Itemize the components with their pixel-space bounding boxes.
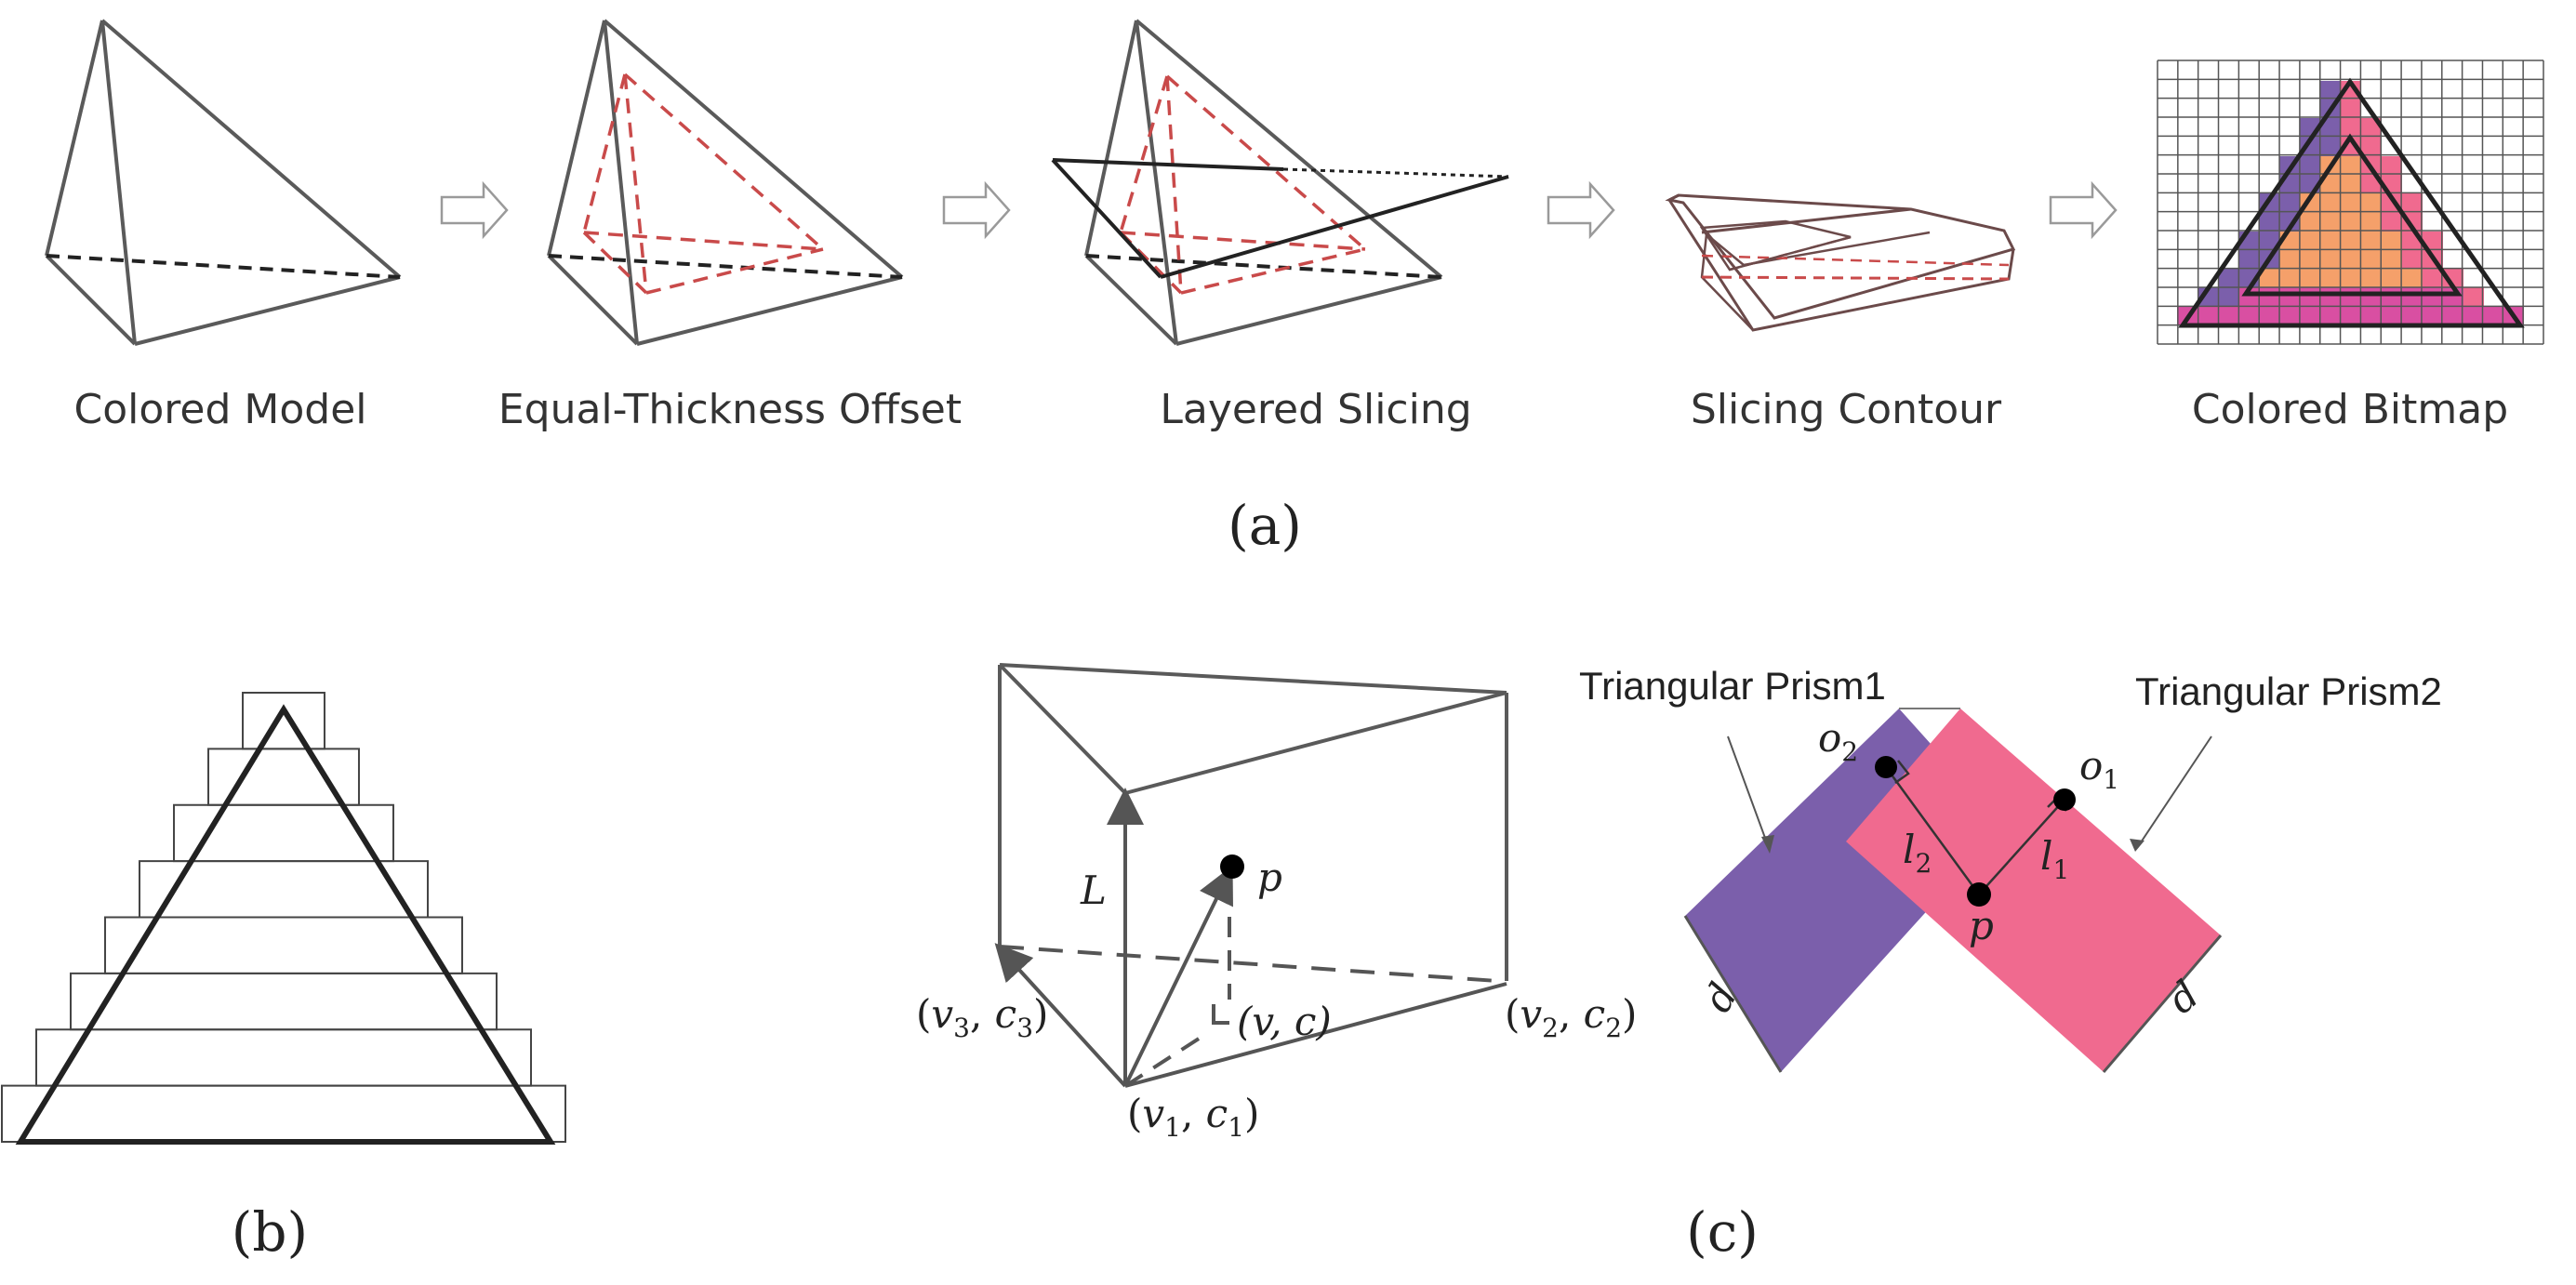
label-l2: l2 [1903, 827, 1932, 879]
caption-colored-bitmap: Colored Bitmap [2192, 386, 2508, 433]
caption-colored-model: Colored Model [73, 386, 366, 433]
panel-label-a: (a) [1228, 494, 1302, 557]
layer-step [35, 1028, 532, 1087]
panel-c-prism: L p (v3, c3) (v2, c2) (v1, c1) (v, c) [916, 663, 1637, 1143]
layer-step [70, 972, 498, 1031]
layer-step [1, 1084, 566, 1143]
caption-slicing-contour: Slicing Contour [1691, 386, 2002, 433]
slicing-contour-solid [1665, 193, 2016, 332]
tetrahedron-offset [547, 19, 904, 346]
point-o2 [1875, 756, 1897, 778]
triangle-outline [15, 704, 556, 1145]
label-o1: o1 [2079, 743, 2119, 795]
panel-label-b: (b) [232, 1200, 308, 1264]
layer-step [104, 916, 463, 974]
triangular-prism-2 [1846, 709, 2221, 1072]
point-o1 [2053, 788, 2076, 811]
layer-step [242, 692, 325, 750]
flow-arrow-1 [440, 180, 509, 240]
caption-equal-thickness-offset: Equal-Thickness Offset [498, 386, 962, 433]
label-v2-c2: (v2, c2) [1505, 991, 1637, 1043]
label-l1: l1 [2040, 833, 2069, 885]
point-p [1220, 854, 1244, 879]
label-v1-c1: (v1, c1) [1127, 1091, 1259, 1143]
tetrahedron-colored-model [45, 19, 402, 346]
flow-arrow-2 [942, 180, 1011, 240]
label-p: p [1257, 854, 1282, 900]
panel-b: (b) [1, 692, 566, 1264]
staircase-layers [1, 692, 566, 1143]
caption-layered-slicing: Layered Slicing [1160, 386, 1471, 433]
label-v-c: (v, c) [1237, 999, 1332, 1044]
label-p-right: p [1969, 903, 1994, 948]
colored-bitmap [2157, 60, 2544, 345]
panel-a: Colored Model Equal-Thickness Offset Lay… [45, 19, 2544, 557]
label-v3-c3: (v3, c3) [916, 991, 1048, 1043]
tetrahedron-layered-slicing [1051, 19, 1509, 346]
label-o2: o2 [1818, 715, 1858, 767]
bitmap-grid [2157, 60, 2544, 345]
label-triangular-prism-2: Triangular Prism2 [2135, 669, 2442, 713]
panel-c-prisms: Triangular Prism1 Triangular Prism2 o2 o… [1579, 664, 2442, 1264]
flow-arrow-4 [2049, 180, 2118, 240]
panel-label-c: (c) [1686, 1200, 1759, 1264]
label-triangular-prism-1: Triangular Prism1 [1579, 664, 1886, 708]
flow-arrow-3 [1547, 180, 1615, 240]
label-L: L [1080, 868, 1107, 913]
point-p-right [1967, 882, 1991, 907]
